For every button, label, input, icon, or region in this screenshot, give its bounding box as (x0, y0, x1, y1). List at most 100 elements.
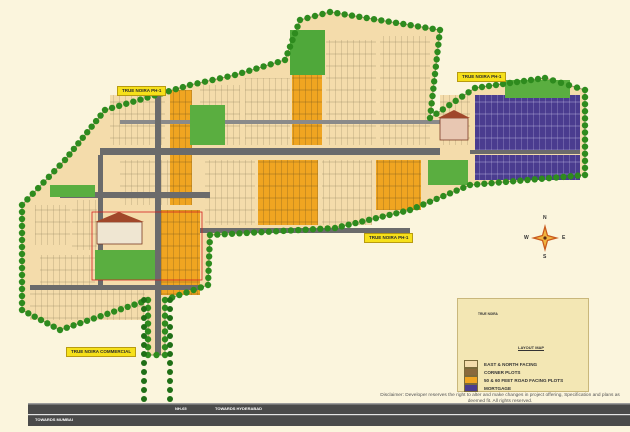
tree (265, 228, 273, 235)
tree (446, 101, 453, 109)
tree (284, 50, 291, 57)
commercial-boundary (91, 211, 203, 281)
tree (24, 196, 31, 203)
tree (413, 204, 420, 211)
tree (372, 214, 380, 222)
entrance-palms (141, 297, 173, 402)
tree (432, 63, 440, 70)
tree (513, 78, 521, 86)
tree (446, 190, 454, 197)
tree (545, 174, 553, 182)
legend-label: MORTGAGE (484, 385, 512, 391)
tree (574, 172, 582, 179)
palm-tree (141, 306, 147, 312)
tree (291, 30, 299, 37)
tree (18, 299, 26, 307)
tree (414, 23, 422, 30)
legend-label: CORNER PLOTS (484, 369, 521, 375)
tree (204, 281, 212, 289)
tree (34, 184, 42, 192)
tree (488, 179, 495, 187)
tree (18, 271, 26, 279)
tree (352, 219, 359, 227)
tree (130, 98, 137, 105)
tree (499, 80, 507, 88)
highway-name-left: NH-65 (175, 406, 187, 411)
tree (560, 173, 567, 181)
tree (18, 236, 26, 244)
parks (50, 30, 570, 280)
tree (70, 145, 78, 153)
tree (90, 315, 98, 322)
tree (176, 291, 183, 299)
tree (144, 320, 152, 327)
tree (294, 23, 301, 30)
tree (44, 320, 51, 327)
legend-row-road-facing: 50 & 60 FEET ROAD FACING PLOTS (464, 376, 563, 384)
tree (557, 79, 565, 87)
tree (478, 83, 486, 91)
tree (581, 108, 589, 115)
tree (221, 230, 228, 238)
tree (18, 229, 26, 237)
tree (250, 229, 258, 236)
legend-swatch (464, 376, 478, 384)
tree (286, 43, 294, 50)
tree (581, 100, 589, 108)
palm-tree (141, 378, 147, 384)
tree (581, 93, 589, 101)
tree (426, 198, 434, 205)
tree (433, 56, 440, 63)
palm-tree (167, 369, 173, 375)
legend-row-mortgage: MORTGAGE (464, 384, 511, 392)
tree (75, 140, 82, 147)
tree (214, 231, 221, 238)
tree (70, 322, 77, 329)
tree (567, 173, 574, 180)
tree (83, 317, 91, 324)
legend-swatch (464, 360, 478, 368)
palm-tree (167, 378, 173, 384)
tree (206, 246, 213, 253)
tree (428, 100, 435, 107)
tree (393, 210, 400, 217)
tree (92, 117, 100, 125)
tree (304, 14, 311, 22)
palm-tree (167, 360, 173, 366)
tree (18, 278, 26, 286)
tree (452, 97, 459, 105)
legend-row-east-north: EAST & NORTH FACING (464, 360, 537, 368)
tree (131, 301, 138, 308)
tree (101, 106, 109, 114)
tree (161, 304, 169, 312)
palm-tree (141, 360, 147, 366)
tree (29, 190, 36, 197)
tree (509, 178, 517, 185)
palm-tree (141, 315, 147, 321)
tree (581, 86, 589, 94)
tree (50, 323, 57, 330)
tree (280, 227, 287, 235)
tree (481, 180, 488, 187)
tree (161, 343, 169, 351)
tree (502, 178, 510, 186)
tree (18, 201, 26, 209)
palm-tree (167, 387, 173, 393)
compass-north: N (543, 215, 547, 221)
tree (61, 156, 69, 164)
tree (56, 162, 63, 169)
tree (345, 221, 352, 228)
palm-tree (141, 333, 147, 339)
tree (549, 77, 557, 84)
mini-map-label: TRUE NOIRA (478, 312, 498, 316)
tree (506, 79, 514, 87)
tree (267, 61, 274, 68)
tree (205, 260, 213, 267)
palm-tree (141, 396, 147, 402)
tree (197, 284, 205, 291)
tree (289, 36, 296, 44)
tree (165, 88, 172, 95)
tree (466, 181, 474, 189)
tree (435, 34, 443, 41)
tree (422, 24, 429, 31)
